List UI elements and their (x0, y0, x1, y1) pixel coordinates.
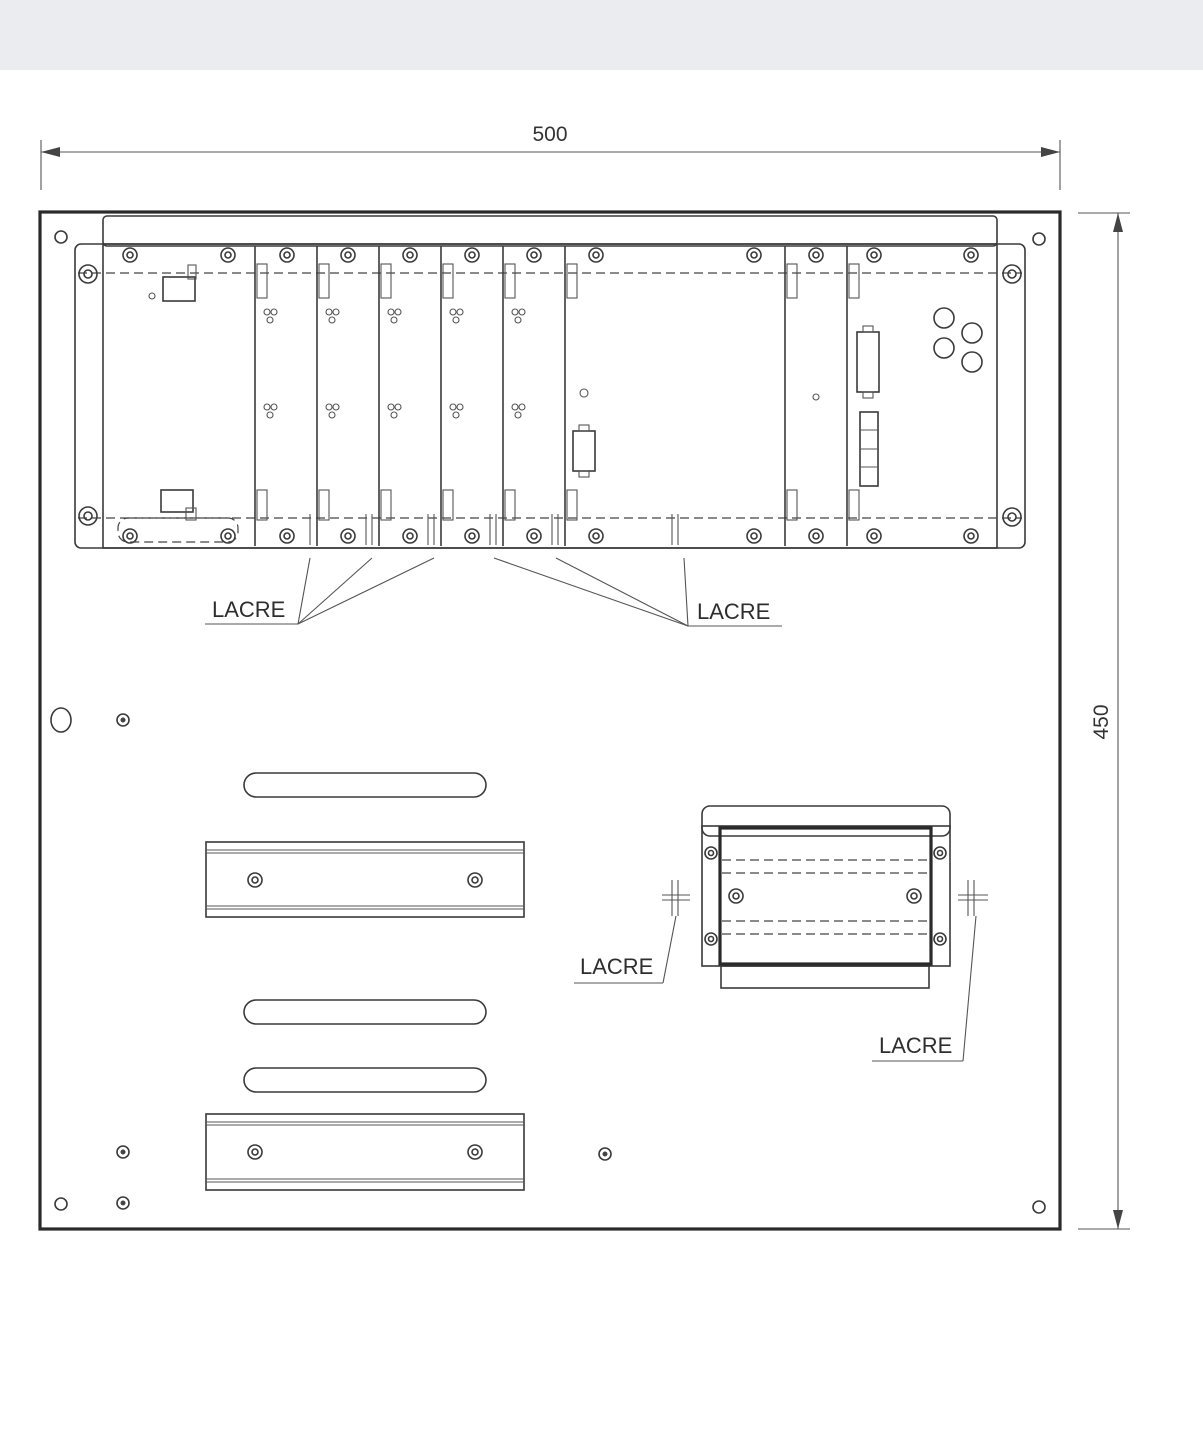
rack-assembly (74, 215, 1026, 549)
lacre-label-upper-left: LACRE (212, 597, 285, 622)
height-dimension-label: 450 (1090, 704, 1113, 739)
ventilation-slots (243, 772, 487, 1093)
din-rail-upper (205, 841, 525, 918)
main-panel (38, 210, 1062, 1231)
lacre-callout-upper-left: LACRE (205, 557, 435, 625)
lacre-callout-upper-right: LACRE (493, 557, 782, 627)
scan-shadow-band (0, 0, 1203, 70)
meter-enclosure (662, 805, 988, 989)
lacre-label-upper-right: LACRE (697, 599, 770, 624)
panel-corner-holes (50, 230, 1046, 1214)
lacre-label-lower-left: LACRE (580, 954, 653, 979)
lacre-label-lower-right: LACRE (879, 1033, 952, 1058)
width-dimension-label: 500 (532, 123, 567, 146)
lacre-callout-lower-right: LACRE (872, 915, 977, 1062)
din-rail-lower (205, 1113, 525, 1191)
lacre-callout-lower-left: LACRE (574, 915, 677, 984)
width-dimension: 500 (40, 123, 1061, 190)
height-dimension: 450 (1078, 212, 1130, 1230)
panel-screws (116, 713, 612, 1210)
